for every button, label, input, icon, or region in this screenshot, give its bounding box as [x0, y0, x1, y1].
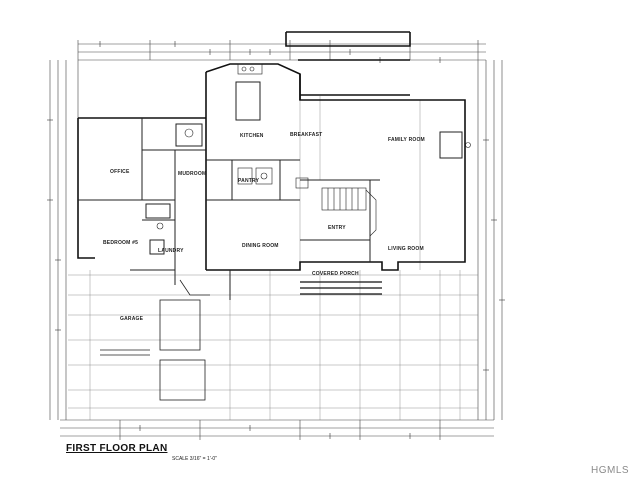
room-label-garage: GARAGE — [120, 316, 144, 322]
room-label-porch: COVERED PORCH — [312, 271, 359, 277]
room-label-pantry: PANTRY — [238, 178, 260, 184]
dimension-frame — [49, 40, 503, 440]
porch-steps — [300, 281, 382, 295]
garage-elements — [100, 279, 210, 401]
room-label-dining-room: DINING ROOM — [242, 243, 279, 249]
room-label-entry: ENTRY — [328, 225, 346, 231]
mls-watermark: HGMLS — [591, 465, 630, 476]
room-label-living-room: LIVING ROOM — [388, 246, 424, 252]
room-label-mudroom: MUDROOM — [178, 171, 206, 177]
room-label-family-room: FAMILY ROOM — [388, 137, 425, 143]
room-label-kitchen: KITCHEN — [240, 133, 264, 139]
interior-walls — [78, 81, 463, 300]
plan-title: FIRST FLOOR PLAN — [66, 443, 168, 454]
room-label-office: OFFICE — [110, 169, 130, 175]
plan-scale: SCALE 3/16" = 1'-0" — [172, 456, 217, 462]
fixtures — [156, 63, 471, 230]
entry-stairs — [321, 187, 377, 237]
construction-grid — [68, 96, 478, 420]
exterior-walls — [77, 31, 466, 271]
room-label-laundry: LAUNDRY — [158, 248, 184, 254]
room-label-breakfast: BREAKFAST — [290, 132, 322, 138]
room-label-bedroom: BEDROOM #5 — [103, 240, 138, 246]
